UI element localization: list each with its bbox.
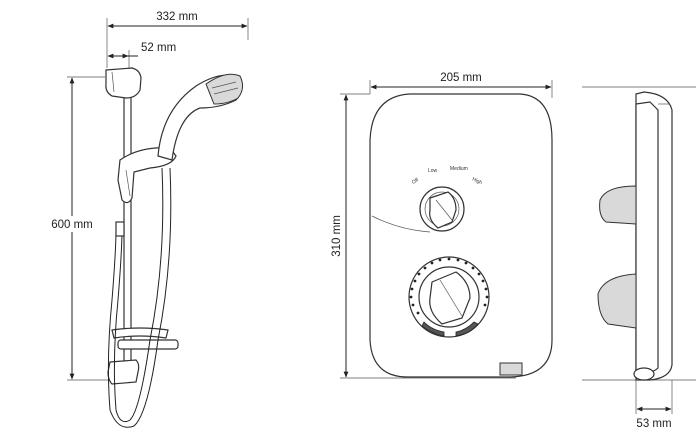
dial-label-medium: Medium bbox=[450, 166, 468, 172]
dimension-kit-width: 332 mm bbox=[107, 11, 248, 29]
unit-front-view: 205 mm 310 mm Off Low Medium High bbox=[329, 72, 553, 379]
shower-hose bbox=[107, 167, 172, 428]
dimension-kit-height: 600 mm bbox=[44, 77, 100, 380]
unit-depth-label: 53 mm bbox=[636, 418, 671, 430]
unit-height-label: 310 mm bbox=[331, 215, 343, 257]
dial-label-low: Low bbox=[428, 168, 438, 174]
head-offset-label: 52 mm bbox=[141, 42, 176, 54]
side-power-knob bbox=[599, 185, 637, 225]
shower-handset bbox=[157, 73, 244, 161]
unit-width-label: 205 mm bbox=[440, 72, 482, 84]
dial-label-high: High bbox=[471, 176, 483, 186]
kit-width-label: 332 mm bbox=[156, 11, 198, 23]
handset-slider bbox=[117, 147, 177, 204]
cable-entry bbox=[499, 362, 523, 376]
dimension-unit-depth: 53 mm bbox=[636, 406, 672, 430]
dimension-head-offset: 52 mm bbox=[107, 42, 176, 59]
dial-label-off: Off bbox=[411, 177, 420, 186]
unit-side-view: 53 mm bbox=[582, 86, 696, 430]
dimension-unit-height: 310 mm bbox=[329, 94, 349, 378]
riser-rail-kit: 332 mm 52 mm 600 mm bbox=[44, 11, 249, 428]
temperature-dial bbox=[408, 256, 490, 338]
kit-height-label: 600 mm bbox=[51, 219, 93, 231]
power-selector-dial: Off Low Medium High bbox=[411, 166, 483, 232]
temperature-scale-dots bbox=[409, 257, 489, 315]
dimension-unit-width: 205 mm bbox=[370, 72, 552, 90]
side-temperature-knob bbox=[597, 273, 637, 329]
